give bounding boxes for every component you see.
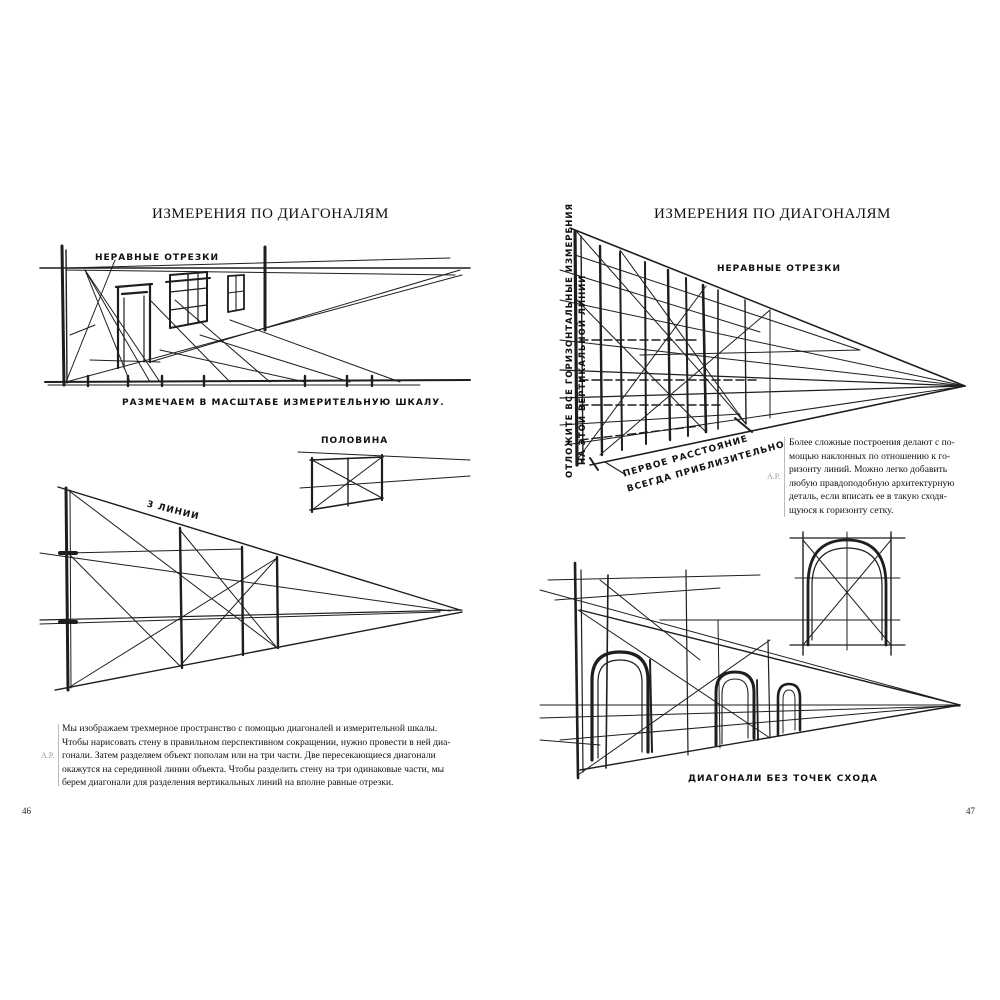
left-page-title: ИЗМЕРЕНИЯ ПО ДИАГОНАЛЯМ xyxy=(152,206,389,222)
right-paragraph-line: любую правдоподобную архитектурную xyxy=(789,477,955,489)
right-paragraph-line: щуюся к горизонту сетку. xyxy=(789,504,894,516)
left-page-number: 46 xyxy=(22,806,31,816)
left-label-measuring-scale: РАЗМЕЧАЕМ В МАСШТАБЕ ИЗМЕРИТЕЛЬНУЮ ШКАЛУ… xyxy=(122,398,445,408)
left-paragraph-line: берем диагонали для разделения вертикаль… xyxy=(62,777,394,789)
right-initials: А.Р. xyxy=(767,472,781,481)
left-paragraph-line: окажутся на серединной линии объекта. Чт… xyxy=(62,763,445,775)
left-paragraph-line: Мы изображаем трехмерное пространство с … xyxy=(62,723,438,734)
right-label-unequal-segments: НЕРАВНЫЕ ОТРЕЗКИ xyxy=(717,264,842,274)
right-page-number: 47 xyxy=(966,806,975,816)
right-paragraph-rule xyxy=(784,437,785,517)
left-paragraph-line: Чтобы нарисовать стену в правильном перс… xyxy=(62,736,451,748)
right-paragraph: Более сложные построения делают с по- мо… xyxy=(789,436,959,518)
left-initials: А.Р. xyxy=(41,751,55,760)
left-paragraph-line: гонали. Затем разделяем объект пополам и… xyxy=(62,750,436,762)
right-paragraph-line: мощью наклонных по отношению к го- xyxy=(789,450,951,462)
right-page-title: ИЗМЕРЕНИЯ ПО ДИАГОНАЛЯМ xyxy=(654,206,891,222)
left-paragraph-rule xyxy=(58,724,59,786)
label-diagonals-no-vanishing: ДИАГОНАЛИ БЕЗ ТОЧЕК СХОДА xyxy=(688,774,878,784)
left-label-half: ПОЛОВИНА xyxy=(321,436,389,446)
right-paragraph-line: ризонту линий. Можно легко добавить xyxy=(789,464,948,476)
right-paragraph-line: Более сложные построения делают с по- xyxy=(789,437,955,448)
left-label-unequal-segments: НЕРАВНЫЕ ОТРЕЗКИ xyxy=(95,253,220,263)
right-paragraph-line: деталь, если вписать ее в такую сходя- xyxy=(789,491,947,503)
left-paragraph: Мы изображаем трехмерное пространство с … xyxy=(62,722,462,790)
